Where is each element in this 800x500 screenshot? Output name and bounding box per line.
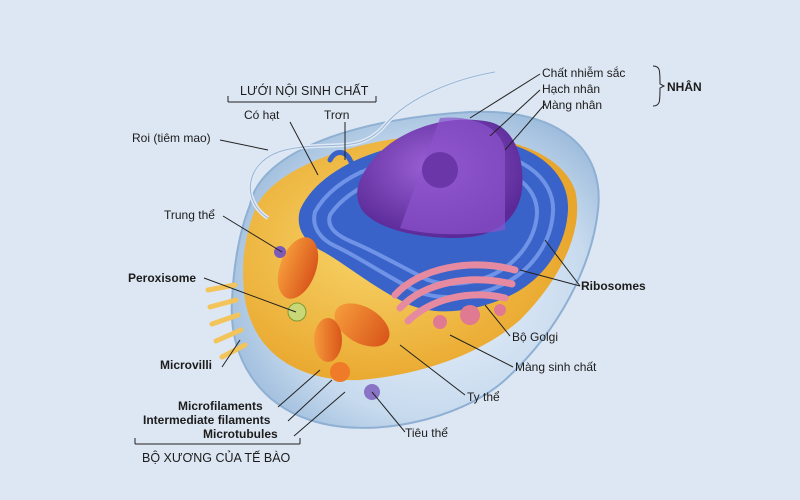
nucleus-label: NHÂN	[667, 80, 702, 94]
golgi-label: Bộ Golgi	[512, 330, 559, 344]
nuclear-envelope-label: Màng nhân	[542, 98, 603, 112]
microtubules-label: Microtubules	[203, 427, 278, 441]
intermediate-filaments-label: Intermediate filaments	[143, 413, 271, 427]
lysosome-label: Tiêu thể	[405, 426, 448, 440]
nucleolus-shape	[422, 152, 458, 188]
flagellum-label: Roi (tiêm mao)	[132, 131, 211, 145]
microvilli-shape	[205, 282, 248, 360]
microvilli-label: Microvilli	[160, 358, 213, 372]
peroxisome-shape	[287, 302, 307, 322]
cytoskeleton-label: BỘ XƯƠNG CỦA TẾ BÀO	[142, 451, 291, 465]
plasma-membrane-label: Màng sinh chất	[515, 360, 597, 374]
peroxisome-label: Peroxisome	[128, 271, 197, 285]
mitochondrion-shape-1	[277, 237, 319, 299]
microfilaments-label: Microfilaments	[178, 399, 263, 413]
er-title-label: LƯỚI NỘI SINH CHẤT	[240, 84, 369, 98]
er-rough-label: Có hạt	[244, 108, 280, 122]
er-smooth-label: Trơn	[324, 108, 350, 122]
mitochondria-label: Ty thể	[467, 390, 500, 404]
golgi-shape	[391, 261, 519, 325]
mitochondrion-shape-3	[314, 318, 342, 362]
nucleolus-label: Hạch nhân	[542, 82, 601, 96]
centrosome-label: Trung thể	[164, 208, 215, 222]
mitochondrion-shape-2	[334, 303, 390, 347]
chromatin-label: Chất nhiễm sắc	[542, 66, 626, 80]
ribosomes-label: Ribosomes	[581, 279, 646, 293]
